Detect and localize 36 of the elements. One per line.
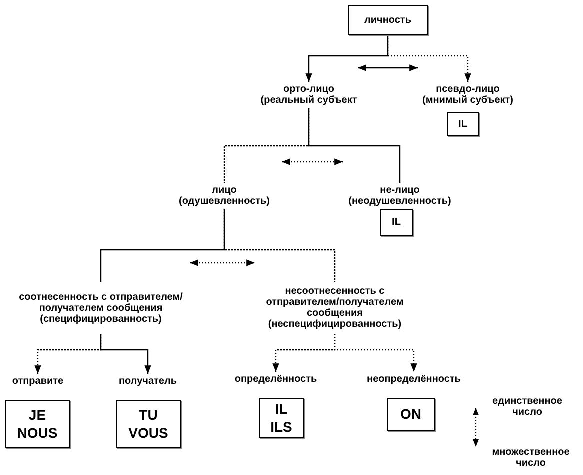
- pronoun-text: IL ILS: [270, 400, 292, 436]
- connector: [224, 209, 336, 282]
- connector: [282, 158, 343, 166]
- pronoun-box: [116, 400, 181, 448]
- category-label: получатель: [118, 376, 177, 386]
- connector: [100, 209, 226, 282]
- connector: [358, 64, 418, 72]
- term-box: [380, 209, 413, 236]
- pronoun-text: IL: [392, 217, 401, 228]
- pronoun-box: [5, 400, 70, 448]
- connector: [308, 108, 401, 183]
- pronoun-text: TU VOUS: [128, 406, 168, 442]
- category-label: отправите: [12, 376, 64, 386]
- connector: [190, 260, 255, 266]
- pronoun-text: JE NOUS: [17, 406, 58, 442]
- number-label: множественное число: [491, 447, 571, 469]
- pronoun-text: личность: [364, 14, 412, 26]
- connector: [306, 35, 389, 82]
- connector: [100, 334, 152, 374]
- category-label: определённость: [234, 374, 318, 384]
- pronoun-box: [387, 398, 435, 431]
- category-label: соотнесенность с отправителем/получателем сообщения (специфицированность): [18, 292, 184, 324]
- term-box: [447, 112, 479, 136]
- pronoun-text: IL: [458, 118, 468, 130]
- category-label: орто-лицо (реальный субъект: [260, 84, 358, 106]
- category-label: не-лицо (неодушевленность): [348, 185, 452, 207]
- category-label: неопределённость: [367, 374, 461, 384]
- pronoun-box: [259, 398, 304, 438]
- category-label: псевдо-лицо (мнимый субъект): [421, 84, 515, 106]
- number-label: единственное число: [492, 396, 564, 418]
- category-label: лицо (одушевленность): [178, 185, 272, 207]
- category-label: несоотнесенность с отправителем/получателем сообщения (неспецифицированность): [265, 286, 405, 330]
- connector: [387, 35, 472, 82]
- pronoun-text: ON: [400, 405, 422, 424]
- term-box: [348, 5, 428, 35]
- connector: [334, 334, 418, 372]
